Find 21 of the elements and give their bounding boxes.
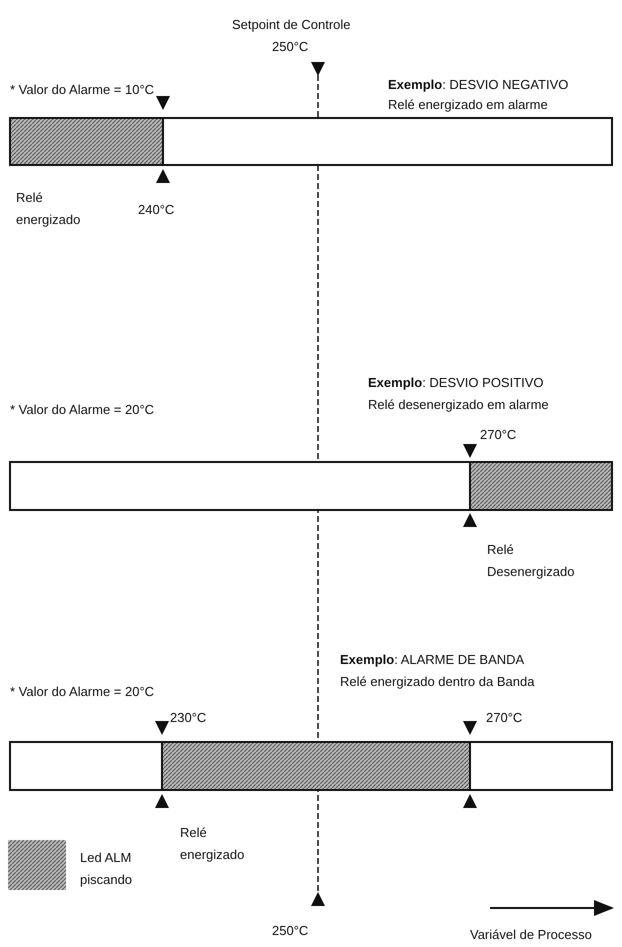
alarm-value-note: * Valor do Alarme = 20°C — [10, 683, 154, 701]
temperature-value: 230°C — [170, 709, 206, 727]
legend-text: Led ALM piscando — [80, 849, 134, 889]
temperature-value: 270°C — [480, 426, 516, 444]
example-heading: Exemplo: ALARME DE BANDA — [340, 651, 524, 669]
example-heading: Exemplo: DESVIO NEGATIVO — [388, 76, 568, 94]
alarm-value-note: * Valor do Alarme = 10°C — [10, 81, 154, 99]
relay-state-note: Relé Desenergizado — [487, 541, 576, 581]
example-description: Relé energizado em alarme — [388, 96, 548, 114]
setpoint-value: 250°C — [272, 922, 308, 940]
alarm-value-note: * Valor do Alarme = 20°C — [10, 401, 154, 419]
example-description: Relé desenergizado em alarme — [368, 396, 549, 414]
relay-state-note: Relé energizado — [16, 189, 82, 229]
axis-label: Variável de Processo — [470, 926, 592, 944]
title-text: Setpoint de Controle — [232, 16, 351, 34]
relay-state-note: Relé energizado — [180, 824, 246, 864]
example-description: Relé energizado dentro da Banda — [340, 673, 534, 691]
temperature-value: 270°C — [486, 709, 522, 727]
setpoint-value: 250°C — [272, 38, 308, 56]
temperature-value: 240°C — [138, 201, 174, 219]
example-heading: Exemplo: DESVIO POSITIVO — [368, 374, 544, 392]
